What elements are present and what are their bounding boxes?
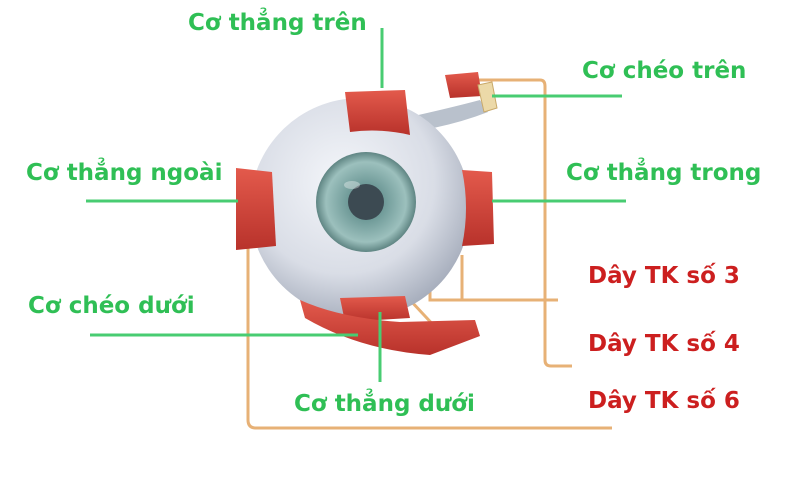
label-nerve-3: Dây TK số 3 — [588, 263, 740, 289]
nerve-4-line — [478, 78, 572, 368]
inferior-oblique-muscle — [300, 300, 480, 355]
lateral-rectus-muscle — [236, 168, 276, 250]
label-inferior-oblique: Cơ chéo dưới — [28, 293, 195, 319]
leader-lines — [86, 28, 626, 382]
label-superior-oblique: Cơ chéo trên — [582, 58, 747, 84]
inferior-rectus-muscle — [340, 296, 410, 322]
label-lateral-rectus: Cơ thẳng ngoài — [26, 160, 223, 186]
label-superior-rectus: Cơ thẳng trên — [188, 10, 367, 36]
label-nerve-4: Dây TK số 4 — [588, 331, 740, 357]
medial-rectus-muscle — [462, 170, 494, 246]
superior-rectus-muscle — [345, 90, 410, 135]
pupil — [348, 184, 384, 220]
label-inferior-rectus: Cơ thẳng dưới — [294, 391, 475, 417]
label-medial-rectus: Cơ thẳng trong — [566, 160, 762, 186]
label-nerve-6: Dây TK số 6 — [588, 388, 740, 414]
nerve-6-line — [246, 245, 612, 430]
